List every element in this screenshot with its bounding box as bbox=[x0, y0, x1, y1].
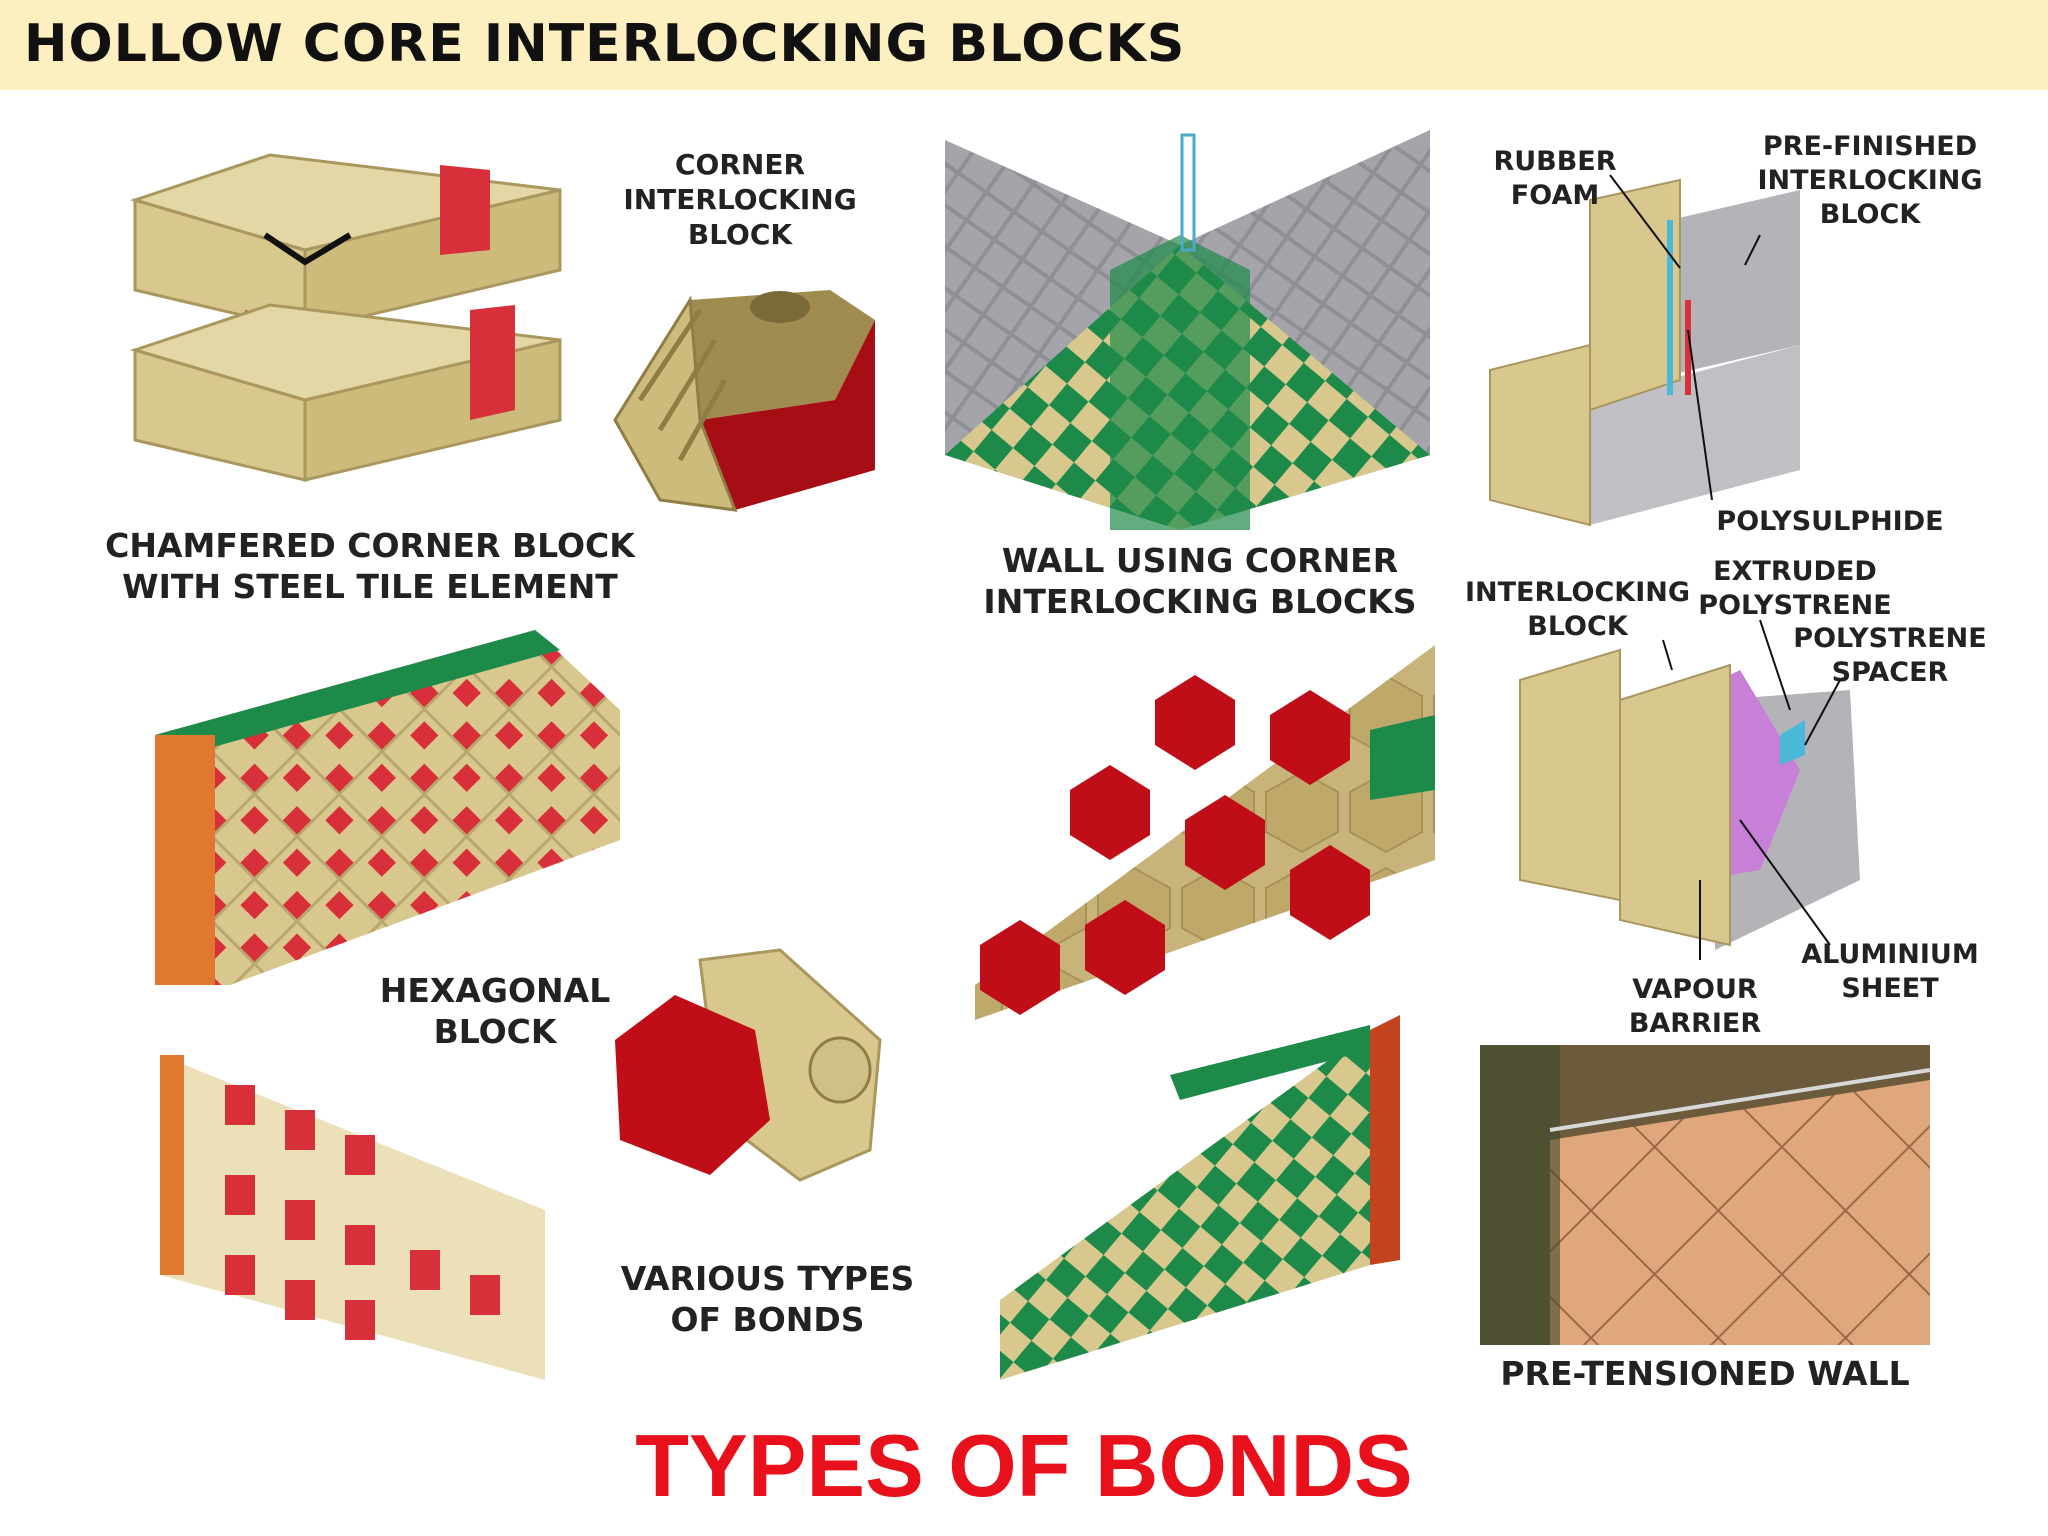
caption-hexagonal: HEXAGONAL BLOCK bbox=[379, 971, 611, 1052]
wall-corner-illustration bbox=[945, 130, 1430, 530]
spacer-block-illustration bbox=[1519, 648, 1860, 950]
caption-extruded-polystrene: EXTRUDED POLYSTRENE bbox=[1698, 556, 1892, 621]
caption-rubber-foam: RUBBER FOAM bbox=[1493, 146, 1617, 211]
chamfered-corner-block-illustration bbox=[129, 153, 562, 482]
grid-bond-wall-illustration bbox=[160, 1055, 545, 1380]
prefinished-block-illustration bbox=[1489, 178, 1800, 527]
caption-polysulphide: POLYSULPHIDE bbox=[1716, 506, 1944, 537]
caption-polystrene-spacer: POLYSTRENE SPACER bbox=[1793, 623, 1987, 688]
caption-aluminium-sheet: ALUMINIUM SHEET bbox=[1801, 939, 1979, 1004]
caption-various-bonds: VARIOUS TYPES OF BONDS bbox=[620, 1259, 915, 1340]
title-bar: HOLLOW CORE INTERLOCKING BLOCKS bbox=[0, 0, 2048, 90]
page-title: HOLLOW CORE INTERLOCKING BLOCKS bbox=[24, 14, 1186, 74]
leader-lines bbox=[1609, 174, 1841, 960]
hexagonal-block-illustration bbox=[615, 948, 882, 1182]
caption-corner-block: CORNER INTERLOCKING BLOCK bbox=[623, 148, 857, 251]
caption-vapour-barrier: VAPOUR BARRIER bbox=[1628, 974, 1762, 1039]
caption-chamfered-corner: CHAMFERED CORNER BLOCK WITH STEEL TILE E… bbox=[105, 526, 635, 607]
caption-interlocking-block: INTERLOCKING BLOCK bbox=[1465, 577, 1691, 642]
pretensioned-wall-photo bbox=[1480, 1045, 1931, 1345]
corner-interlocking-block-illustration bbox=[613, 290, 875, 512]
diamond-wall-illustration bbox=[1000, 1015, 1400, 1380]
hexagonal-wall-illustration bbox=[975, 645, 1435, 1020]
herringbone-wall-illustration bbox=[155, 630, 620, 985]
caption-prefinished: PRE-FINISHED INTERLOCKING BLOCK bbox=[1757, 131, 1983, 230]
caption-pretensioned: PRE-TENSIONED WALL bbox=[1500, 1354, 1910, 1393]
footer-title: TYPES OF BONDS bbox=[635, 1416, 1413, 1515]
caption-wall-corner: WALL USING CORNER INTERLOCKING BLOCKS bbox=[983, 541, 1417, 622]
